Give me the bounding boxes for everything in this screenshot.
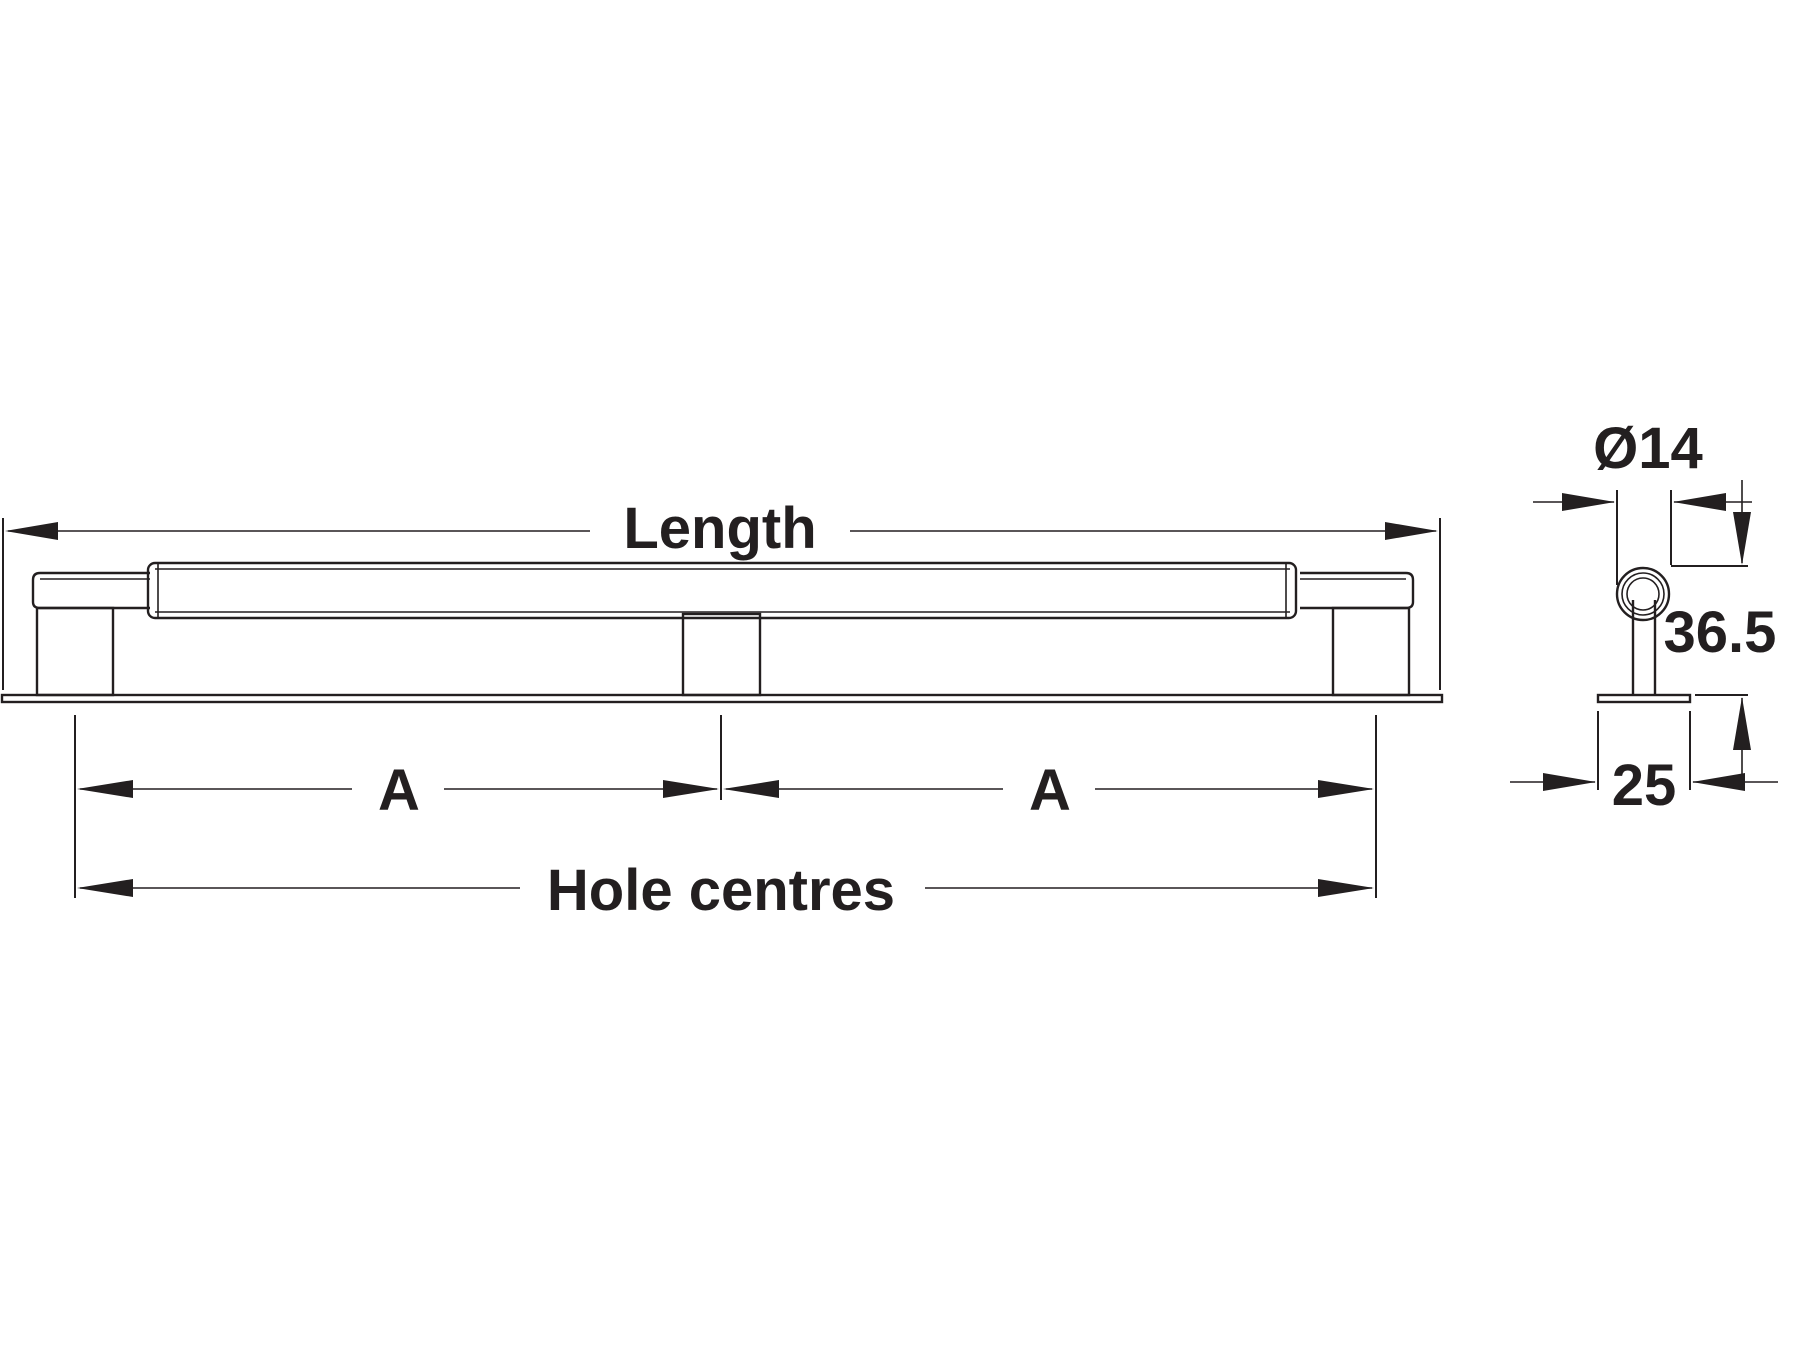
length-dimension: Length [2,496,1441,690]
projection-dimension: 36.5 [1664,480,1777,790]
base-depth-label: 25 [1612,753,1677,818]
diameter-dimension: Ø14 [1533,416,1752,585]
a-right-label: A [1029,758,1071,823]
left-end-cap [31,571,150,610]
right-leg [1331,606,1411,697]
projection-label: 36.5 [1664,600,1777,665]
base-depth-dimension: 25 [1510,711,1778,818]
bar-cross-section [1615,566,1671,622]
side-base-plate [1596,693,1692,704]
a-dimensions: A A [74,715,1377,898]
main-bar [146,561,1298,620]
hole-centres-label: Hole centres [547,858,895,923]
length-label: Length [623,496,816,561]
centre-leg [681,612,762,697]
handle-front-view [0,561,1444,704]
handle-side-view [1596,566,1692,704]
right-end-cap [1300,571,1415,610]
left-leg [35,606,115,697]
a-left-label: A [378,758,420,823]
diameter-label: Ø14 [1593,416,1703,481]
hole-centres-dimension: Hole centres [77,858,1374,923]
